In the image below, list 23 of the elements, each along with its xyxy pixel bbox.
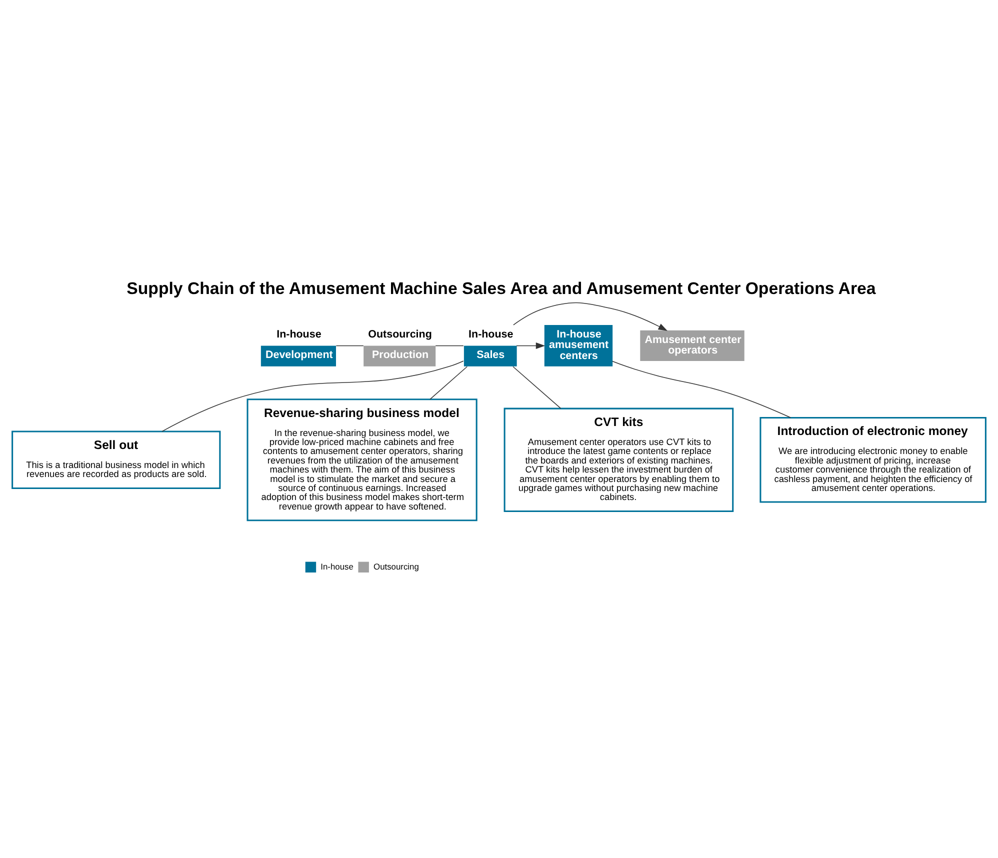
node-box: Production <box>364 345 436 366</box>
connector <box>512 366 562 408</box>
node-box: Development <box>260 345 336 366</box>
connector <box>435 344 464 346</box>
connector <box>336 344 364 346</box>
node-label: In-house <box>468 328 514 340</box>
node-box: Revenue-sharing business model In the revenue-sharing business model, we provide low-priced machine cabinets and free contents to amusement center operators, sharing revenues from the utilization of the amusement machines with them. The aim of this business model is to stimulate the market and secure a source of continuous earnings. Increased adoption of this business model makes short-term revenue growth appear to have softened. <box>246 398 478 521</box>
diagram-title: Supply Chain of the Amusement Machine Sales Area and Amusement Center Operations Area <box>126 278 876 298</box>
node-box: CVT kits Amusement center operators use CVT kits to introduce the latest game contents or replace the boards and exteriors of existing machines. CVT kits help lessen the investment burden of amusement center operators by enabling them to upgrade games without purchasing new machine cabinets. <box>504 407 734 512</box>
node-label: Outsourcing <box>368 328 432 340</box>
connector <box>612 360 792 418</box>
node-box: In-house amusement centers <box>544 324 613 366</box>
arrow <box>513 302 668 330</box>
legend-label: Outsourcing <box>374 560 419 571</box>
legend-label: In-house <box>320 560 354 571</box>
node-label: In-house <box>276 328 322 340</box>
node-box: Sales <box>464 345 517 366</box>
node-box: Amusement center operators <box>640 330 744 361</box>
node-box: Sell out This is a traditional business model in which revenues are recorded as products are sold. <box>12 430 221 488</box>
node-box: Introduction of electronic money We are introducing electronic money to enable flexible adjustment of pricing, increase customer convenience through the realization of cashless payment, and heighten the efficiency of amusement center operations. <box>760 416 986 502</box>
arrow <box>516 342 546 348</box>
connector <box>430 366 468 400</box>
connector <box>162 360 464 432</box>
